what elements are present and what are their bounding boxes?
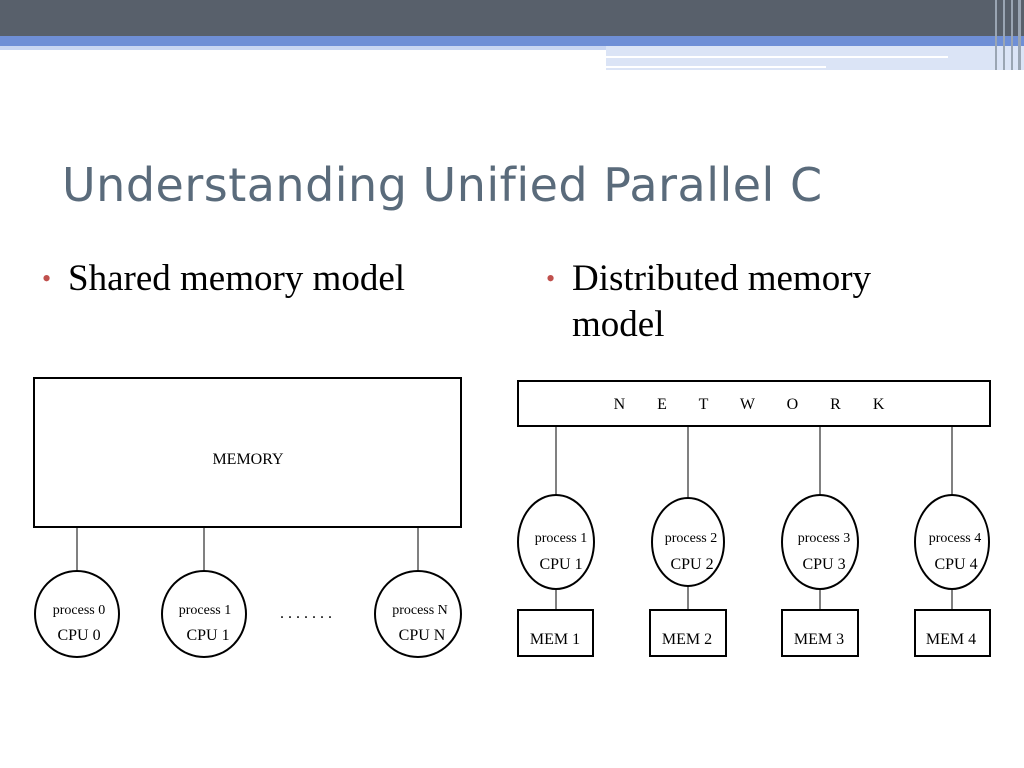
distributed-node-3: process 3 CPU 3 MEM 3 xyxy=(781,494,859,657)
mem-block xyxy=(649,609,727,657)
distributed-node-1: process 1 CPU 1 MEM 1 xyxy=(517,494,595,657)
header-band-edge xyxy=(1018,0,1021,70)
bullet-text: Distributed memory model xyxy=(572,258,872,345)
mem-label: MEM 1 xyxy=(530,631,580,648)
ellipsis: . . . . . . . xyxy=(280,605,332,622)
mem-label: MEM 4 xyxy=(926,631,976,648)
process-circle xyxy=(34,570,120,658)
bullet-dot-icon: • xyxy=(546,264,556,293)
process-label: process 1 xyxy=(179,603,232,618)
cpu-label: CPU 1 xyxy=(186,627,229,644)
slide-title: Understanding Unified Parallel C xyxy=(62,158,823,212)
bullet-dot-icon: • xyxy=(42,264,52,293)
header-band-stripe xyxy=(606,56,948,58)
header-band xyxy=(0,0,1024,70)
header-band-light xyxy=(0,46,1024,50)
cpu-label: CPU 3 xyxy=(802,556,845,573)
header-band-edge xyxy=(995,0,997,70)
header-band-blue xyxy=(0,36,1024,46)
network-block xyxy=(517,380,991,427)
memory-label: MEMORY xyxy=(212,451,284,468)
shared-memory-diagram: MEMORY process 0 CPU 0 process 1 CPU 1 .… xyxy=(33,377,462,658)
network-label: N E T W O R K xyxy=(614,396,899,413)
cpu-label: CPU 1 xyxy=(539,556,582,573)
header-band-edge xyxy=(1011,0,1013,70)
process-label: process 1 xyxy=(535,531,588,546)
mem-block xyxy=(517,609,594,657)
mem-label: MEM 2 xyxy=(662,631,712,648)
process-label: process 0 xyxy=(53,603,106,618)
header-band-dark xyxy=(0,0,1024,36)
process-label: process 3 xyxy=(798,531,851,546)
header-band-edge xyxy=(1003,0,1005,70)
process-node: process 0 CPU 0 xyxy=(34,570,120,658)
bullet-distributed-memory: • Distributed memory model xyxy=(546,256,972,348)
mem-label: MEM 3 xyxy=(794,631,844,648)
mem-block xyxy=(914,609,991,657)
cpu-label: CPU N xyxy=(399,627,446,644)
memory-models-diagram: MEMORY process 0 CPU 0 process 1 CPU 1 .… xyxy=(33,377,991,658)
mem-block xyxy=(781,609,859,657)
process-node: process N CPU N xyxy=(374,570,462,658)
process-label: process 4 xyxy=(929,531,982,546)
distributed-node-2: process 2 CPU 2 MEM 2 xyxy=(649,497,727,657)
process-circle xyxy=(374,570,462,658)
cpu-label: CPU 0 xyxy=(57,627,100,644)
process-node: process 1 CPU 1 xyxy=(161,570,247,658)
cpu-label: CPU 4 xyxy=(934,556,977,573)
cpu-label: CPU 2 xyxy=(670,556,713,573)
distributed-node-4: process 4 CPU 4 MEM 4 xyxy=(914,494,991,657)
distributed-memory-diagram: N E T W O R K process 1 CPU 1 MEM 1 proc… xyxy=(517,380,991,657)
bullet-shared-memory: • Shared memory model xyxy=(42,256,488,302)
process-label: process 2 xyxy=(665,531,718,546)
memory-block xyxy=(33,377,462,528)
header-band-stripe xyxy=(606,66,826,68)
bullet-text: Shared memory model xyxy=(68,258,406,299)
process-label: process N xyxy=(392,603,448,618)
process-circle xyxy=(161,570,247,658)
